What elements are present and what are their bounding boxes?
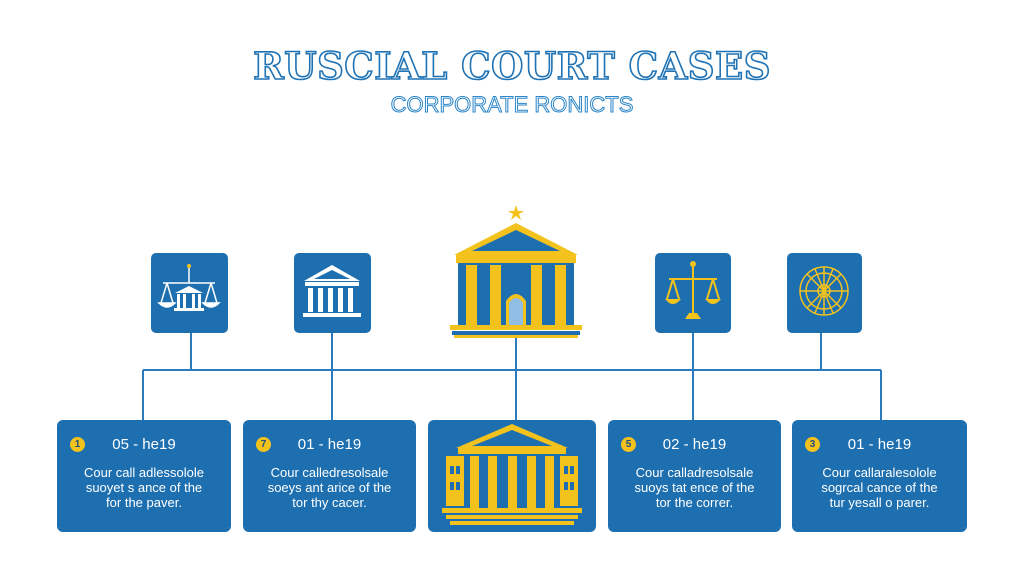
card-heading: 01 - he19 <box>297 436 362 453</box>
card-body: Cour callaralesolole sogrcal cance of th… <box>802 465 957 510</box>
case-card-2[interactable]: 7 01 - he19 Cour calledresolsale soeys a… <box>243 420 416 532</box>
page-title: RUSCIAL COURT CASES <box>252 43 771 89</box>
card-line: suoyet s ance of the <box>85 480 203 495</box>
card-line: tor thy cacer. <box>292 495 367 510</box>
card-line: tur yesall o parer. <box>829 495 930 510</box>
case-card-4[interactable]: 3 01 - he19 Cour callaralesolole sogrcal… <box>792 420 967 532</box>
scales-building-icon <box>151 253 228 333</box>
card-badge: 5 <box>621 437 636 452</box>
card-heading: 05 - he19 <box>112 436 176 453</box>
card-line: Cour calladresolsale <box>635 465 754 480</box>
scales-icon <box>655 253 731 333</box>
case-card-3[interactable]: 5 02 - he19 Cour calladresolsale suoys t… <box>608 420 781 532</box>
card-line: Cour calledresolsale <box>270 465 389 480</box>
card-line: Cour callaralesolole <box>822 465 937 480</box>
case-card-1[interactable]: 1 05 - he19 Cour call adlessolole suoyet… <box>57 420 231 532</box>
card-line: tor the correr. <box>655 495 734 510</box>
courthouse-icon <box>294 253 371 333</box>
card-body: Cour call adlessolole suoyet s ance of t… <box>67 465 221 510</box>
courthouse-icon <box>442 424 582 525</box>
page-subtitle: CORPORATE RONICTS <box>390 92 634 118</box>
central-courthouse-icon <box>450 203 582 339</box>
card-line: suoys tat ence of the <box>634 480 755 495</box>
center-courthouse-card[interactable] <box>428 420 596 532</box>
card-body: Cour calladresolsale suoys tat ence of t… <box>618 465 771 510</box>
compass-seal-icon <box>787 253 862 333</box>
card-heading: 01 - he19 <box>847 436 912 453</box>
card-line: for the paver. <box>106 495 182 510</box>
card-badge: 1 <box>70 437 85 452</box>
card-body: Cour calledresolsale soeys ant arice of … <box>253 465 406 510</box>
card-line: sogrcal cance of the <box>821 480 938 495</box>
card-heading: 02 - he19 <box>662 436 727 453</box>
card-badge: 3 <box>805 437 820 452</box>
card-line: soeys ant arice of the <box>267 480 392 495</box>
card-badge: 7 <box>256 437 271 452</box>
card-line: Cour call adlessolole <box>84 465 204 480</box>
